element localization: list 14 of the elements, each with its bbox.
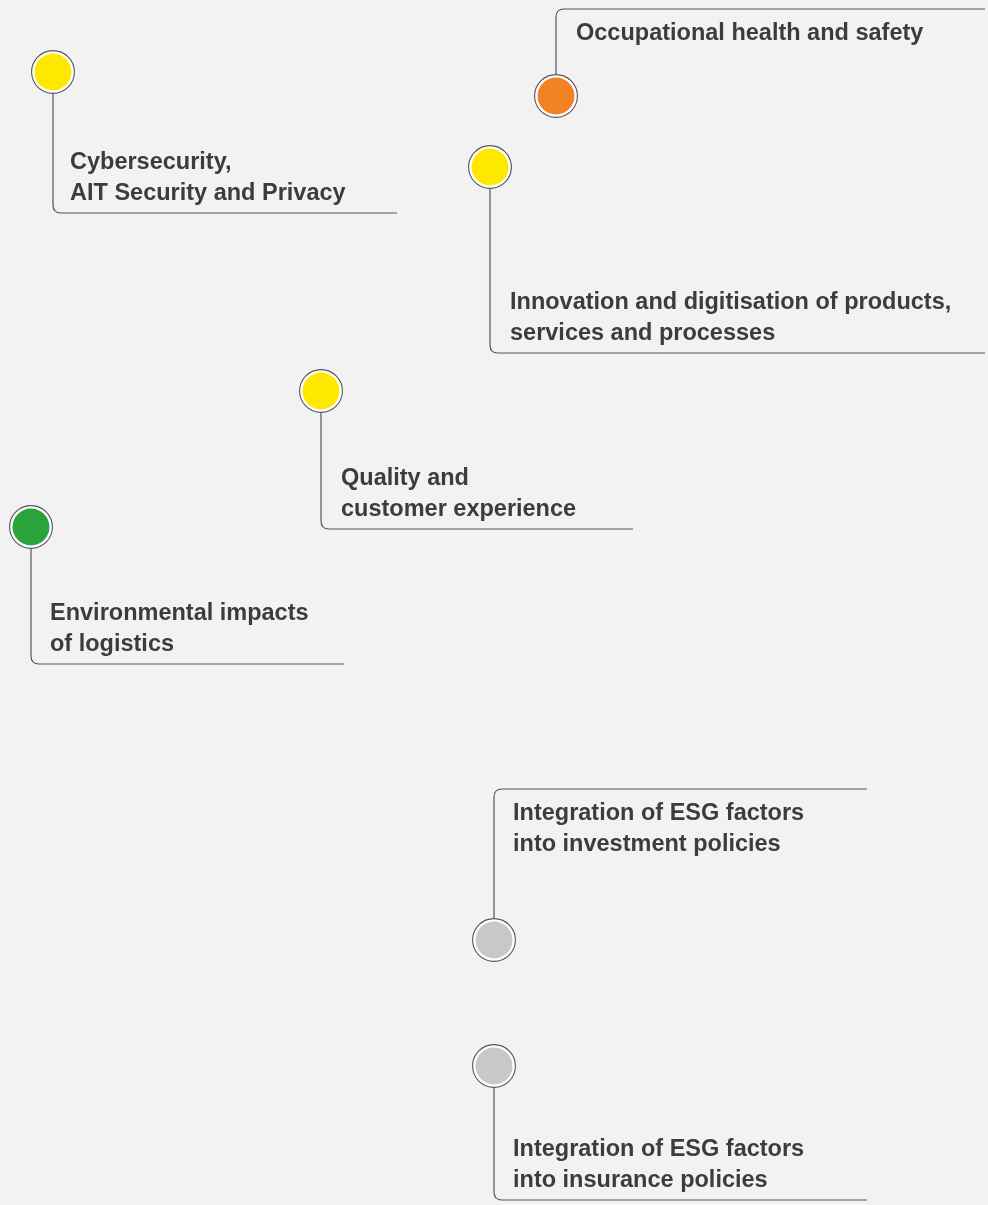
leader-line [320,412,634,530]
leader-line [489,188,986,354]
topic-label: Integration of ESG factors into insurance policies [513,1134,806,1194]
topic-label: Occupational health and safety [576,18,925,47]
topic-label: Quality and customer experience [341,463,578,523]
topic-label: Cybersecurity, AIT Security and Privacy [70,147,347,207]
leader-line [493,1087,868,1201]
topic-label: Environmental impacts of logistics [50,598,310,658]
topic-label: Innovation and digitisation of products, services and processes [510,287,953,347]
leader-line [555,8,986,75]
leader-line [52,93,398,214]
leader-line [30,548,345,665]
topic-label: Integration of ESG factors into investment policies [513,798,806,858]
leader-line [493,788,868,919]
